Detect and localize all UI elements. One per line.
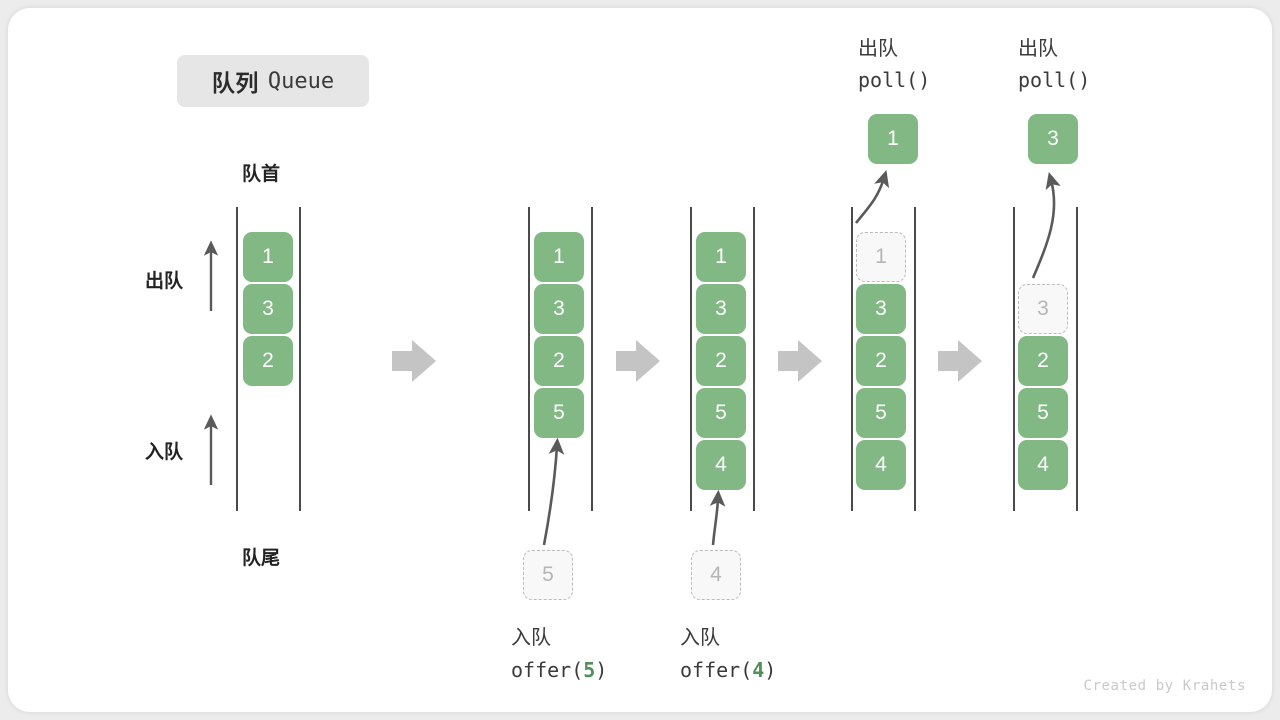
- polled-result-value: 1: [868, 114, 918, 164]
- queue-cell: 4: [856, 440, 906, 490]
- offer-argument: 5: [583, 658, 596, 682]
- rail-left-stage-3: [690, 207, 692, 511]
- stage-transition-arrow-4: [938, 340, 982, 382]
- caption-offer-code-stage-3: offer(4): [680, 658, 776, 682]
- queue-cell: 2: [534, 336, 584, 386]
- queue-cell: 5: [1018, 388, 1068, 438]
- rail-left-stage-5: [1013, 207, 1015, 511]
- watermark-credit: Created by Krahets: [1083, 678, 1246, 694]
- queue-cell: 3: [1018, 284, 1068, 334]
- caption-poll-code-stage-4: poll(): [858, 68, 931, 92]
- dequeue-arrow-stage-4: [854, 170, 890, 224]
- queue-cell: 3: [534, 284, 584, 334]
- dequeue-arrow-stage-5: [1031, 171, 1061, 279]
- pending-enqueue-value: 4: [691, 550, 741, 600]
- pending-enqueue-value: 5: [523, 550, 573, 600]
- queue-cell: 1: [243, 232, 293, 282]
- polled-result-value: 3: [1028, 114, 1078, 164]
- queue-cell: 3: [856, 284, 906, 334]
- caption-enqueue-cn-stage-2: 入队: [511, 627, 551, 649]
- queue-cell: 1: [856, 232, 906, 282]
- offer-suffix: ): [595, 658, 608, 682]
- diagram-title-en: Queue: [267, 68, 335, 94]
- label-queue-head: 队首: [242, 164, 281, 185]
- stage-transition-arrow-1: [392, 340, 436, 382]
- rail-left-stage-2: [528, 207, 530, 511]
- queue-cell: 5: [696, 388, 746, 438]
- diagram-title-chip: 队列 Queue: [177, 55, 369, 107]
- label-enqueue-direction: 入队: [145, 442, 184, 463]
- caption-offer-code-stage-2: offer(5): [511, 658, 607, 682]
- queue-cell: 5: [856, 388, 906, 438]
- queue-cell: 1: [534, 232, 584, 282]
- queue-cell: 2: [696, 336, 746, 386]
- stage-transition-arrow-3: [778, 340, 822, 382]
- caption-dequeue-cn-stage-4: 出队: [858, 38, 898, 60]
- queue-cell: 2: [856, 336, 906, 386]
- rail-left-stage-1: [236, 207, 238, 511]
- arrows-overlay: [203, 170, 1061, 546]
- rail-left-stage-4: [851, 207, 853, 511]
- label-queue-tail: 队尾: [242, 548, 281, 569]
- queue-cell: 4: [1018, 440, 1068, 490]
- caption-enqueue-cn-stage-3: 入队: [680, 627, 720, 649]
- offer-prefix: offer(: [511, 658, 584, 682]
- offer-argument: 4: [752, 658, 765, 682]
- caption-poll-code-stage-5: poll(): [1018, 68, 1091, 92]
- rail-right-stage-2: [591, 207, 593, 511]
- diagram-title-cn: 队列: [211, 70, 259, 96]
- queue-cell: 1: [696, 232, 746, 282]
- queue-cell: 5: [534, 388, 584, 438]
- rail-right-stage-3: [753, 207, 755, 511]
- offer-suffix: ): [764, 658, 777, 682]
- enqueue-arrow-stage-2: [542, 437, 565, 546]
- queue-cell: 3: [243, 284, 293, 334]
- rail-right-stage-5: [1076, 207, 1078, 511]
- rail-right-stage-1: [299, 207, 301, 511]
- queue-cell: 2: [243, 336, 293, 386]
- stage-transition-arrow-2: [616, 340, 660, 382]
- enqueue-arrow-stage-3: [709, 489, 726, 546]
- queue-cell: 2: [1018, 336, 1068, 386]
- queue-cell: 4: [696, 440, 746, 490]
- label-dequeue-direction: 出队: [145, 271, 184, 292]
- rail-right-stage-4: [914, 207, 916, 511]
- offer-prefix: offer(: [680, 658, 753, 682]
- caption-dequeue-cn-stage-5: 出队: [1018, 38, 1058, 60]
- queue-cell: 3: [696, 284, 746, 334]
- diagram-card: 队列 Queue 队首 队尾 出队 入队 1 3 2 1 3 2 5 5 入队 …: [8, 8, 1272, 712]
